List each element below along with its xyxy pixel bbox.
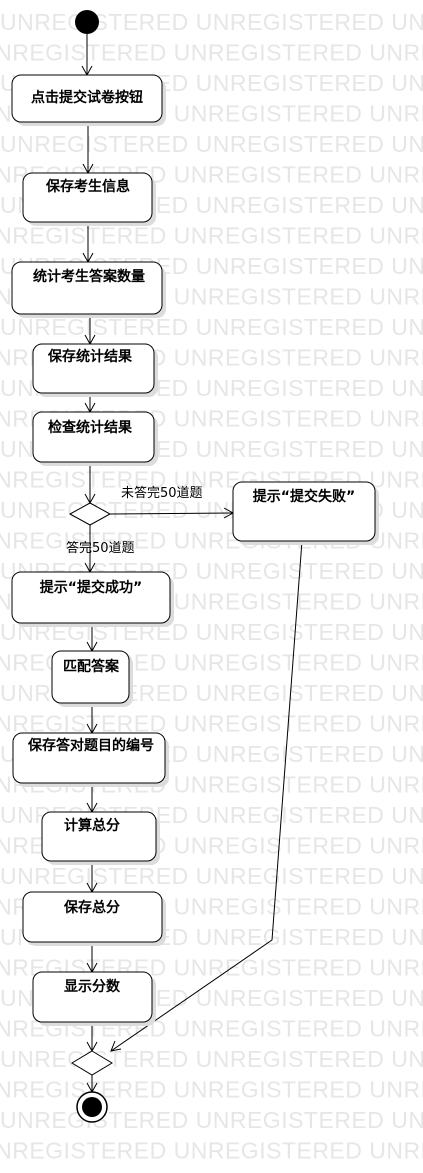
watermark-text: UNREGISTERED UNREGISTERED UNREGISTERED	[0, 1138, 423, 1164]
action-node: 显示分数	[32, 971, 156, 1026]
action-node: 提示“提交失败”	[232, 481, 379, 545]
watermark-text: UNREGISTERED UNREGISTERED UNREGISTERED	[0, 1046, 423, 1072]
decision-diamond	[68, 502, 112, 526]
action-label: 检查统计结果	[48, 419, 133, 436]
action-label: 统计考生答案数量	[33, 268, 145, 285]
action-node: 保存总分	[22, 891, 166, 946]
action-label: 提示“提交成功”	[40, 579, 142, 596]
action-node: 计算总分	[41, 811, 160, 865]
action-label: 保存考生信息	[45, 178, 130, 195]
action-node: 提示“提交成功”	[11, 571, 174, 627]
edge-decision-a6	[109, 512, 234, 515]
action-label: 显示分数	[64, 978, 121, 995]
action-node: 点击提交试卷按钮	[11, 74, 166, 126]
action-label: 保存答对题目的编号	[27, 737, 154, 754]
watermark-text: UNREGISTERED UNREGISTERED UNREGISTERED	[0, 223, 423, 249]
action-node: 统计考生答案数量	[11, 261, 166, 318]
watermark-text: UNREGISTERED UNREGISTERED UNREGISTERED	[0, 131, 423, 157]
watermark-text: UNREGISTERED UNREGISTERED UNREGISTERED	[0, 314, 423, 340]
arrowhead-merge-right	[110, 1040, 122, 1052]
action-layer: 点击提交试卷按钮 保存考生信息 统计考生答案数量 保存统计结果 检查统计结果 提…	[11, 74, 379, 1026]
guard-complete-label: 答完50道题	[66, 540, 135, 556]
guard-incomplete-label: 未答完50道题	[121, 485, 203, 501]
watermark-text: UNREGISTERED UNREGISTERED UNREGISTERED	[0, 1077, 423, 1103]
action-label: 点击提交试卷按钮	[31, 89, 143, 106]
watermark-text: UNREGISTERED UNREGISTERED UNREGISTERED	[0, 1107, 423, 1133]
initial-node	[75, 10, 99, 34]
action-node: 保存答对题目的编号	[12, 732, 169, 787]
action-node: 保存考生信息	[22, 172, 156, 226]
action-label: 保存统计结果	[47, 348, 133, 365]
watermark-text: UNREGISTERED UNREGISTERED UNREGISTERED	[0, 863, 423, 889]
edge-a6-merge	[110, 540, 303, 1052]
final-node-core	[82, 1097, 102, 1117]
merge-diamond	[71, 1050, 113, 1076]
action-label: 计算总分	[64, 817, 120, 834]
watermark-text: UNREGISTERED UNREGISTERED UNREGISTERED	[0, 9, 423, 35]
action-label: 提示“提交失败”	[253, 488, 355, 505]
action-label: 匹配答案	[63, 658, 120, 675]
watermark-text: UNREGISTERED UNREGISTERED UNREGISTERED	[0, 711, 423, 737]
action-node: 检查统计结果	[32, 411, 158, 466]
action-node: 匹配答案	[51, 650, 133, 707]
watermark-text: UNREGISTERED UNREGISTERED UNREGISTERED	[0, 40, 423, 66]
action-node: 保存统计结果	[32, 343, 158, 397]
action-label: 保存总分	[63, 899, 120, 916]
